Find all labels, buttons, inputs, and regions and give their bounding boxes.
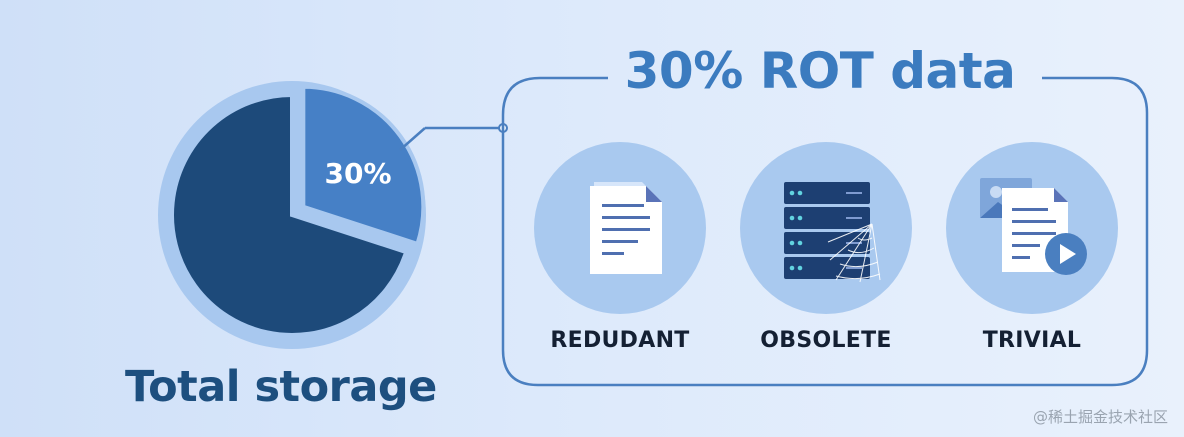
storage-pie-chart: 30% <box>150 80 440 350</box>
category-label: REDUDANT <box>550 328 690 353</box>
category-label: TRIVIAL <box>982 328 1082 353</box>
pie-slice-1 <box>170 92 409 337</box>
server-cobweb-icon <box>784 182 881 283</box>
connector-dot <box>498 123 508 133</box>
rot-data-title: 30% ROT data <box>624 42 1016 100</box>
watermark: @稀土掘金技术社区 <box>1032 408 1168 426</box>
category-obsolete: OBSOLETE <box>736 142 916 353</box>
document-play-icon <box>980 178 1087 275</box>
category-label: OBSOLETE <box>760 328 892 353</box>
pie-svg: 30% <box>158 81 426 349</box>
trivial-circle <box>946 142 1118 314</box>
pie-slice-label: 30% <box>324 157 391 190</box>
obsolete-circle <box>740 142 912 314</box>
total-storage-title: Total storage <box>125 362 437 412</box>
redundant-circle <box>534 142 706 314</box>
category-redundant: REDUDANT <box>530 142 710 353</box>
category-trivial: TRIVIAL <box>942 142 1122 353</box>
document-icon <box>590 182 662 274</box>
